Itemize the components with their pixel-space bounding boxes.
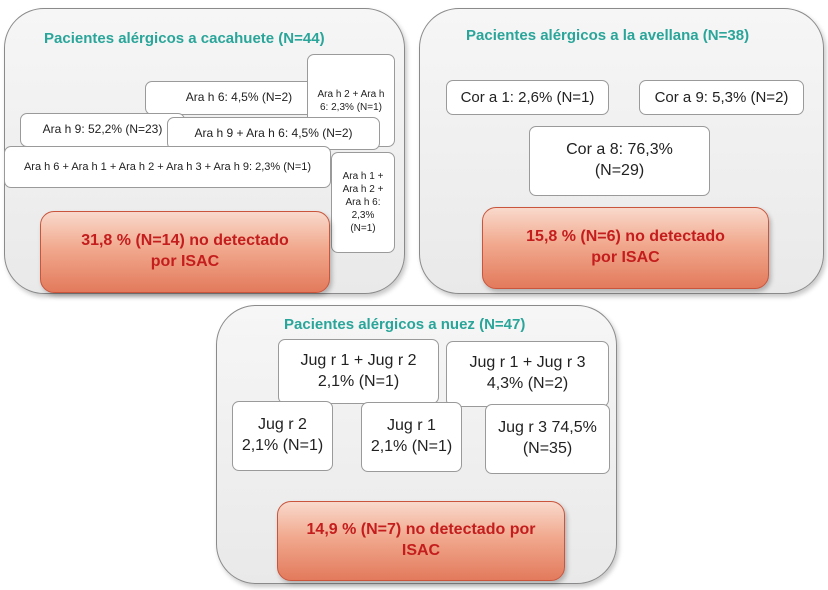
jug-r1-box: Jug r 1 2,1% (N=1) [361,402,462,472]
ara-h1-h2-h6-box: Ara h 1 + Ara h 2 + Ara h 6: 2,3% (N=1) [331,152,395,253]
jug-r3-box: Jug r 3 74,5% (N=35) [485,404,610,474]
jug-r1-r3-box: Jug r 1 + Jug r 3 4,3% (N=2) [446,341,609,407]
walnut-not-detected: 14,9 % (N=7) no detectado por ISAC [277,501,565,581]
cor-a9-box: Cor a 9: 5,3% (N=2) [639,80,804,115]
cor-a8-box: Cor a 8: 76,3% (N=29) [529,126,710,196]
ara-combo-box: Ara h 6 + Ara h 1 + Ara h 2 + Ara h 3 + … [4,146,331,188]
peanut-title: Pacientes alérgicos a cacahuete (N=44) [44,30,325,47]
hazelnut-title: Pacientes alérgicos a la avellana (N=38) [466,27,750,44]
ara-h9-box: Ara h 9: 52,2% (N=23) [20,113,185,147]
jug-r2-box: Jug r 2 2,1% (N=1) [232,401,333,471]
cor-a1-box: Cor a 1: 2,6% (N=1) [446,80,609,115]
ara-h9-h6-box: Ara h 9 + Ara h 6: 4,5% (N=2) [167,117,380,150]
ara-h6-box: Ara h 6: 4,5% (N=2) [145,81,333,115]
jug-r1-r2-box: Jug r 1 + Jug r 2 2,1% (N=1) [278,339,439,404]
walnut-title: Pacientes alérgicos a nuez (N=47) [284,316,526,333]
hazelnut-not-detected: 15,8 % (N=6) no detectado por ISAC [482,207,769,289]
peanut-not-detected: 31,8 % (N=14) no detectado por ISAC [40,211,330,293]
